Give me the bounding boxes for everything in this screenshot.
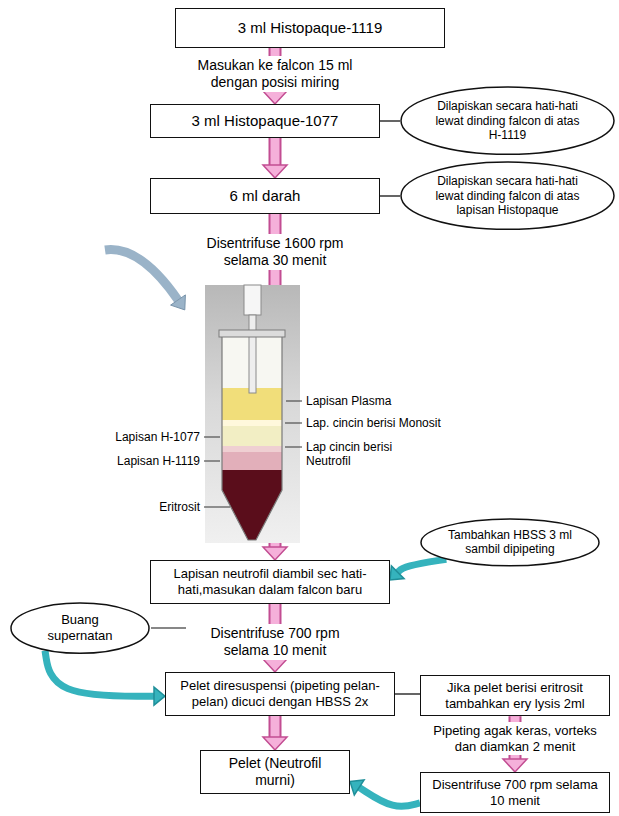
node-text: Pelet diresuspensi (pipeting pelan-pelan…: [172, 678, 388, 709]
process-box: Disentrifuse 700 rpm selama 10 menit: [420, 772, 610, 813]
note-ellipse: Tambahkan HBSS 3 ml sambil dipipeting: [420, 518, 600, 567]
layer-label: Lap cincin berisi Neutrofil: [306, 440, 401, 469]
arrow-head: [263, 91, 287, 104]
process-box: Jika pelet berisi eritrosit tambahkan er…: [420, 675, 610, 716]
flow-arrow: [45, 651, 165, 706]
ellipse-shape: [401, 87, 614, 154]
layer-label: Eritrosit: [95, 500, 200, 514]
connector-line: [380, 196, 400, 197]
curved-arrow: [105, 250, 178, 300]
arrow-head: [263, 165, 287, 178]
tube-outline: [222, 335, 282, 540]
arrow-shaft: [271, 138, 280, 165]
arrow-shaft: [271, 716, 280, 737]
layer-label: Lapisan Plasma: [306, 394, 456, 408]
leader-line: [285, 423, 302, 424]
node-text: 3 ml Histopaque-1077: [157, 112, 373, 130]
edge-label: Disentrifuse 1600 rpm selama 30 menit: [190, 234, 360, 270]
arrow-head: [263, 547, 287, 560]
process-box: Pelet (Neutrofil murni): [200, 750, 350, 794]
node-text: Dilapiskan secara hati-hati lewat dindin…: [428, 174, 587, 217]
ellipse-shape: [421, 519, 599, 566]
arrow-shaft: [395, 693, 420, 694]
process-box: 6 ml darah: [150, 178, 380, 214]
edge-label: Masukan ke falcon 15 ml dengan posisi mi…: [185, 56, 365, 92]
layer-label: Lapisan H-1119: [95, 454, 200, 468]
connector-line: [395, 694, 420, 695]
h1077-layer: [215, 426, 290, 446]
leader-line: [204, 507, 230, 508]
process-box: Lapisan neutrofil diambil sec hati-hati,…: [150, 560, 390, 604]
flow-arrow: [390, 559, 446, 580]
edge-label: Pipeting agak keras, vorteks dan diamkan…: [423, 722, 608, 755]
arrow-head: [390, 566, 404, 580]
arrow-head: [350, 780, 364, 795]
node-text: 6 ml darah: [157, 187, 373, 205]
tube-rim: [219, 330, 285, 337]
node-text: Pelet (Neutrofil murni): [207, 755, 343, 789]
node-text: Disentrifuse 700 rpm selama 10 menit: [427, 777, 603, 808]
arrow-shaft: [398, 559, 447, 572]
h1119-layer: [215, 452, 290, 470]
ellipse-shape: [11, 603, 149, 653]
flow-arrow: [263, 138, 287, 178]
process-box: 3 ml Histopaque-1077: [150, 104, 380, 138]
ellipse-shape: [401, 162, 614, 229]
node-text: Jika pelet berisi eritrosit tambahkan er…: [427, 680, 603, 711]
arrow-head: [263, 737, 287, 750]
node-text: 3 ml Histopaque-1119: [182, 19, 438, 37]
monocyte-ring: [215, 420, 290, 426]
node-text: Buang supernatan: [28, 612, 132, 643]
leader-line: [285, 447, 302, 448]
arrow-shaft: [45, 651, 154, 697]
note-ellipse: Dilapiskan secara hati-hati lewat dindin…: [400, 86, 615, 155]
process-box: 3 ml Histopaque-1119: [175, 8, 445, 48]
arrow-head: [154, 687, 165, 705]
arrow-shaft: [380, 120, 400, 121]
connector-line: [380, 121, 400, 122]
leader-line: [204, 461, 220, 462]
arrow-shaft: [380, 195, 400, 196]
flow-arrow: [350, 780, 420, 806]
process-box: Pelet diresuspensi (pipeting pelan-pelan…: [165, 672, 395, 716]
arrow-outline: [269, 716, 282, 737]
leader-line: [286, 401, 302, 402]
tube-layers: [215, 388, 290, 545]
node-text: Dilapiskan secara hati-hati lewat dindin…: [428, 99, 587, 142]
node-text: Lapisan neutrofil diambil sec hati-hati,…: [157, 566, 383, 597]
layer-label: Lapisan H-1077: [95, 430, 200, 444]
pipette-bulb: [244, 285, 261, 315]
arrow-head: [263, 659, 287, 672]
arrow-shaft: [359, 787, 420, 806]
layer-label: Lap. cincin berisi Monosit: [306, 416, 456, 430]
note-ellipse: Buang supernatan: [10, 602, 150, 654]
curved-arrow-head: [171, 295, 186, 310]
neutrophil-ring: [215, 446, 290, 452]
note-ellipse: Dilapiskan secara hati-hati lewat dindin…: [400, 161, 615, 230]
flow-arrow: [263, 716, 287, 750]
edge-label: Disentrifuse 700 rpm selama 10 menit: [190, 624, 360, 660]
arrow-head: [503, 759, 527, 772]
pipette-tip: [249, 315, 256, 393]
node-text: Tambahkan HBSS 3 ml sambil dipipeting: [444, 528, 577, 557]
leader-line: [204, 437, 220, 438]
leader-line: [151, 627, 186, 628]
arrow-outline: [269, 138, 282, 165]
